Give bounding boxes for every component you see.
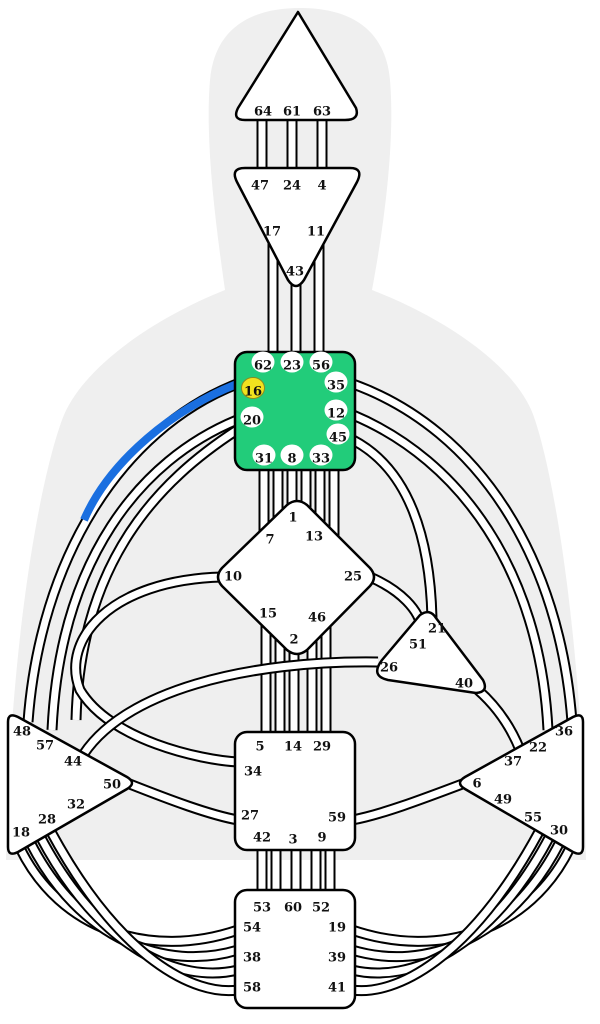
gate-4: 4 <box>317 179 326 194</box>
gate-bubble-31 <box>252 444 276 466</box>
gate-2: 2 <box>289 633 298 648</box>
active-channel-16-48 <box>80 380 239 522</box>
gate-5: 5 <box>255 740 264 755</box>
gate-16: 16 <box>244 385 262 400</box>
gate-bubble-62 <box>251 351 275 373</box>
gate-64: 64 <box>254 105 272 120</box>
head-center <box>234 10 359 122</box>
curved-channels <box>15 378 578 997</box>
gate-53: 53 <box>253 901 271 916</box>
channel-50-27 <box>125 779 239 824</box>
gate-bubble-35 <box>324 371 348 393</box>
channel-spleen-root-3 <box>46 828 239 995</box>
gate-17: 17 <box>263 225 281 240</box>
gate-27: 27 <box>241 809 259 824</box>
solar-plexus-center <box>458 714 585 855</box>
gate-52: 52 <box>312 901 330 916</box>
gate-60: 60 <box>284 901 302 916</box>
gate-30: 30 <box>550 824 568 839</box>
gate-40: 40 <box>455 677 473 692</box>
gate-bubble-45 <box>326 423 350 445</box>
gate-44: 44 <box>64 755 82 770</box>
gate-3: 3 <box>288 833 297 848</box>
gate-22: 22 <box>529 741 547 756</box>
gate-bubble-12 <box>324 399 348 421</box>
gate-11: 11 <box>307 225 325 240</box>
gate-57: 57 <box>36 739 54 754</box>
gate-21: 21 <box>428 622 446 637</box>
channel-45-21 <box>351 436 436 619</box>
gate-10: 10 <box>224 570 242 585</box>
channel-26-44 <box>76 658 379 762</box>
gate-bubble-23 <box>280 351 304 373</box>
gate-36: 36 <box>555 725 573 740</box>
gate-19: 19 <box>328 921 346 936</box>
gate-42: 42 <box>253 831 271 846</box>
gate-31: 31 <box>255 452 273 467</box>
channel-10-34 <box>72 573 239 766</box>
gate-35: 35 <box>327 379 345 394</box>
gate-26: 26 <box>380 661 398 676</box>
gate-56: 56 <box>312 359 330 374</box>
channel-6-59 <box>351 779 467 824</box>
gate-bubble-33 <box>309 444 333 466</box>
gate-58: 58 <box>243 981 261 996</box>
gate-46: 46 <box>308 611 326 626</box>
gate-38: 38 <box>243 951 261 966</box>
gate-18: 18 <box>12 826 30 841</box>
gate-32: 32 <box>67 798 85 813</box>
gate-8: 8 <box>287 452 296 467</box>
gate-28: 28 <box>38 813 56 828</box>
gate-23: 23 <box>283 359 301 374</box>
gate-9: 9 <box>317 831 326 846</box>
gate-50: 50 <box>103 778 121 793</box>
channel-20-57 <box>48 416 239 731</box>
gate-41: 41 <box>328 981 346 996</box>
ajna-center <box>233 166 361 288</box>
gate-7: 7 <box>265 533 274 548</box>
gate-1: 1 <box>288 511 297 526</box>
gate-33: 33 <box>312 452 330 467</box>
gate-25: 25 <box>344 570 362 585</box>
gate-20: 20 <box>243 414 261 429</box>
spleen-center <box>6 714 134 855</box>
gate-47: 47 <box>251 179 269 194</box>
gate-51: 51 <box>409 638 427 653</box>
gate-29: 29 <box>313 740 331 755</box>
gate-54: 54 <box>243 921 261 936</box>
gate-bubble-20 <box>240 406 264 428</box>
gate-6: 6 <box>472 777 481 792</box>
ego-center <box>375 610 487 695</box>
gate-45: 45 <box>329 431 347 446</box>
gate-13: 13 <box>305 530 323 545</box>
gate-37: 37 <box>504 755 522 770</box>
gate-bubble-56 <box>309 351 333 373</box>
gate-61: 61 <box>283 105 301 120</box>
root-center <box>233 888 357 1010</box>
gate-14: 14 <box>284 740 302 755</box>
gate-bubble-8 <box>280 444 304 466</box>
gate-59: 59 <box>328 811 346 826</box>
throat-gate-bubbles <box>240 351 350 466</box>
gate-24: 24 <box>283 179 301 194</box>
gate-62: 62 <box>254 359 272 374</box>
g-center <box>216 499 376 656</box>
gate-bubble-16 <box>241 377 265 399</box>
gate-39: 39 <box>328 951 346 966</box>
channel-12-22 <box>351 411 552 731</box>
channel-sp-root-3 <box>351 828 544 995</box>
sacral-center <box>233 730 357 852</box>
gate-34: 34 <box>244 765 262 780</box>
gate-49: 49 <box>494 793 512 808</box>
gate-43: 43 <box>286 265 304 280</box>
gate-12: 12 <box>327 407 345 422</box>
gate-48: 48 <box>13 725 31 740</box>
gate-63: 63 <box>313 105 331 120</box>
gate-15: 15 <box>259 607 277 622</box>
channel-35-36 <box>351 380 576 723</box>
gate-55: 55 <box>524 811 542 826</box>
channel-40-37 <box>475 687 524 752</box>
